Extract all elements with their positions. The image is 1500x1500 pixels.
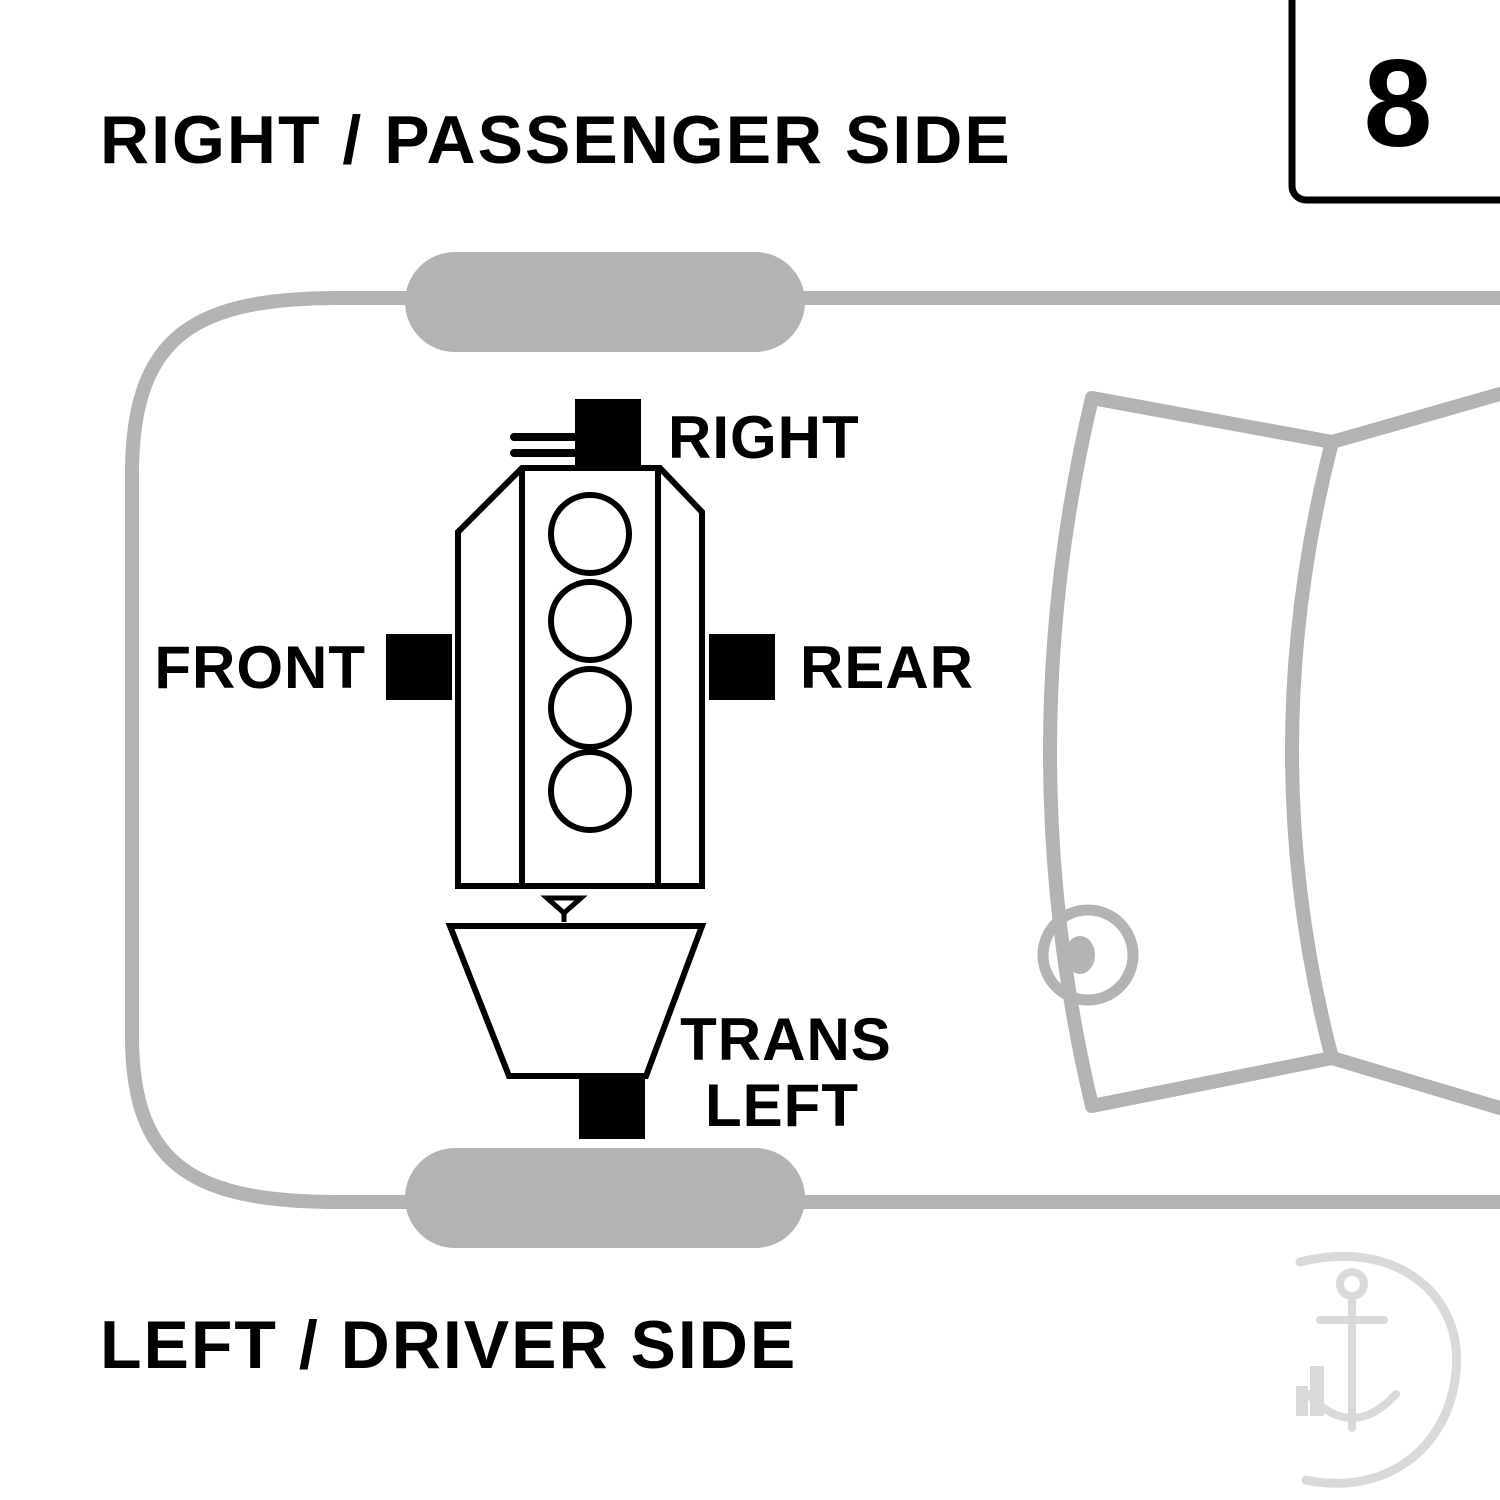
trans-mount-left — [579, 1073, 645, 1139]
watermark-swoosh — [1295, 1251, 1462, 1488]
windshield-bottom-edge — [1085, 1051, 1339, 1113]
car-body-outline — [125, 291, 1500, 1209]
engine-mount-rear — [709, 634, 775, 700]
label-mount-right: RIGHT — [668, 404, 860, 471]
page-number-box: 8 — [1288, 0, 1500, 204]
cylinder-1 — [548, 492, 632, 576]
wheel-driver-side — [405, 1148, 805, 1248]
transmission — [445, 923, 707, 1079]
windshield-inner-arc — [1285, 435, 1339, 1065]
engine-assembly — [386, 399, 775, 1139]
steering-wheel-hub — [1065, 936, 1095, 974]
label-mount-trans-line2: LEFT — [705, 1072, 859, 1139]
cylinder-3 — [548, 666, 632, 750]
car-outline — [125, 252, 1500, 1248]
cylinder-2 — [548, 579, 632, 663]
cylinder-4 — [548, 749, 632, 833]
header-passenger-side: RIGHT / PASSENGER SIDE — [100, 102, 1012, 178]
engine-mount-right — [575, 399, 641, 465]
watermark-bar-1 — [1310, 1366, 1324, 1416]
windshield-outer-arc — [1043, 391, 1099, 1113]
label-mount-front: FRONT — [154, 634, 366, 701]
windshield-top-edge — [1085, 391, 1339, 449]
a-pillar-top-line — [1325, 387, 1500, 449]
label-mount-rear: REAR — [800, 634, 974, 701]
trans-funnel-icon — [540, 895, 588, 917]
engine-mount-front — [386, 634, 452, 700]
header-driver-side: LEFT / DRIVER SIDE — [100, 1307, 797, 1383]
page-number-frame — [1288, 0, 1500, 204]
watermark-logo — [1295, 1251, 1462, 1488]
steering-wheel — [1037, 904, 1139, 1006]
a-pillar-bottom-line — [1325, 1051, 1500, 1115]
watermark-bar-2 — [1296, 1386, 1308, 1416]
page-number: 8 — [1364, 35, 1433, 173]
label-mount-trans-line1: TRANS — [680, 1006, 892, 1073]
wheel-passenger-side — [405, 252, 805, 352]
